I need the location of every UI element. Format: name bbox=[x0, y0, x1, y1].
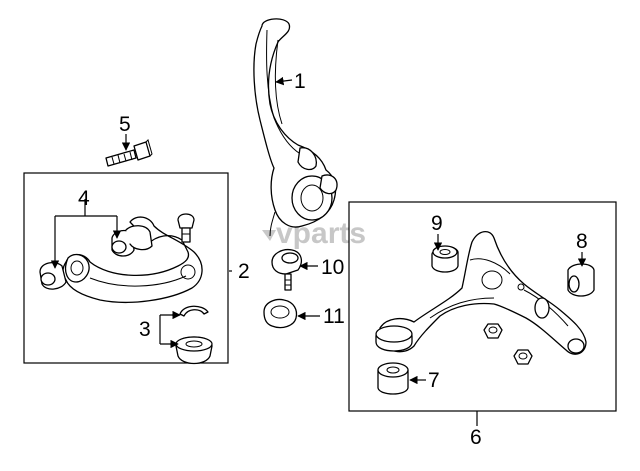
callout-10: 10 bbox=[321, 256, 344, 279]
lower-arm-group-box bbox=[348, 201, 617, 412]
steering-knuckle bbox=[253, 18, 338, 237]
upper-arm-group-box bbox=[23, 172, 229, 364]
callout-2: 2 bbox=[238, 260, 250, 283]
upper-bushing bbox=[175, 336, 213, 365]
dust-seal bbox=[263, 298, 298, 329]
leader-1 bbox=[275, 76, 293, 86]
callout-labels: 1 2 3 4 5 6 7 8 9 10 11 bbox=[78, 70, 588, 449]
nut-upper bbox=[483, 323, 503, 339]
bolt bbox=[105, 139, 153, 167]
upper-ball-stud bbox=[177, 213, 195, 243]
bushing-7 bbox=[377, 362, 409, 395]
watermark-logo-mark bbox=[262, 230, 276, 241]
upper-arm-bushings bbox=[39, 225, 153, 290]
callout-5: 5 bbox=[119, 113, 131, 136]
callout-11: 11 bbox=[323, 305, 345, 328]
upper-control-arm bbox=[62, 216, 203, 303]
callout-4: 4 bbox=[78, 187, 90, 210]
callout-9: 9 bbox=[431, 212, 443, 235]
callout-6: 6 bbox=[470, 426, 482, 449]
leader-3 bbox=[159, 314, 176, 345]
leader-4 bbox=[54, 199, 118, 266]
callout-7: 7 bbox=[428, 369, 440, 392]
callout-1: 1 bbox=[294, 70, 306, 93]
snap-ring bbox=[179, 305, 209, 317]
callout-3: 3 bbox=[139, 318, 151, 341]
bushing-8 bbox=[567, 263, 595, 297]
bushing-9 bbox=[431, 245, 459, 273]
callout-8: 8 bbox=[576, 230, 588, 253]
lower-control-arm bbox=[379, 231, 587, 355]
ball-joint bbox=[271, 248, 303, 291]
nut-lower bbox=[513, 349, 533, 365]
lower-front-bushing bbox=[375, 325, 413, 352]
leader-lines bbox=[50, 76, 587, 426]
